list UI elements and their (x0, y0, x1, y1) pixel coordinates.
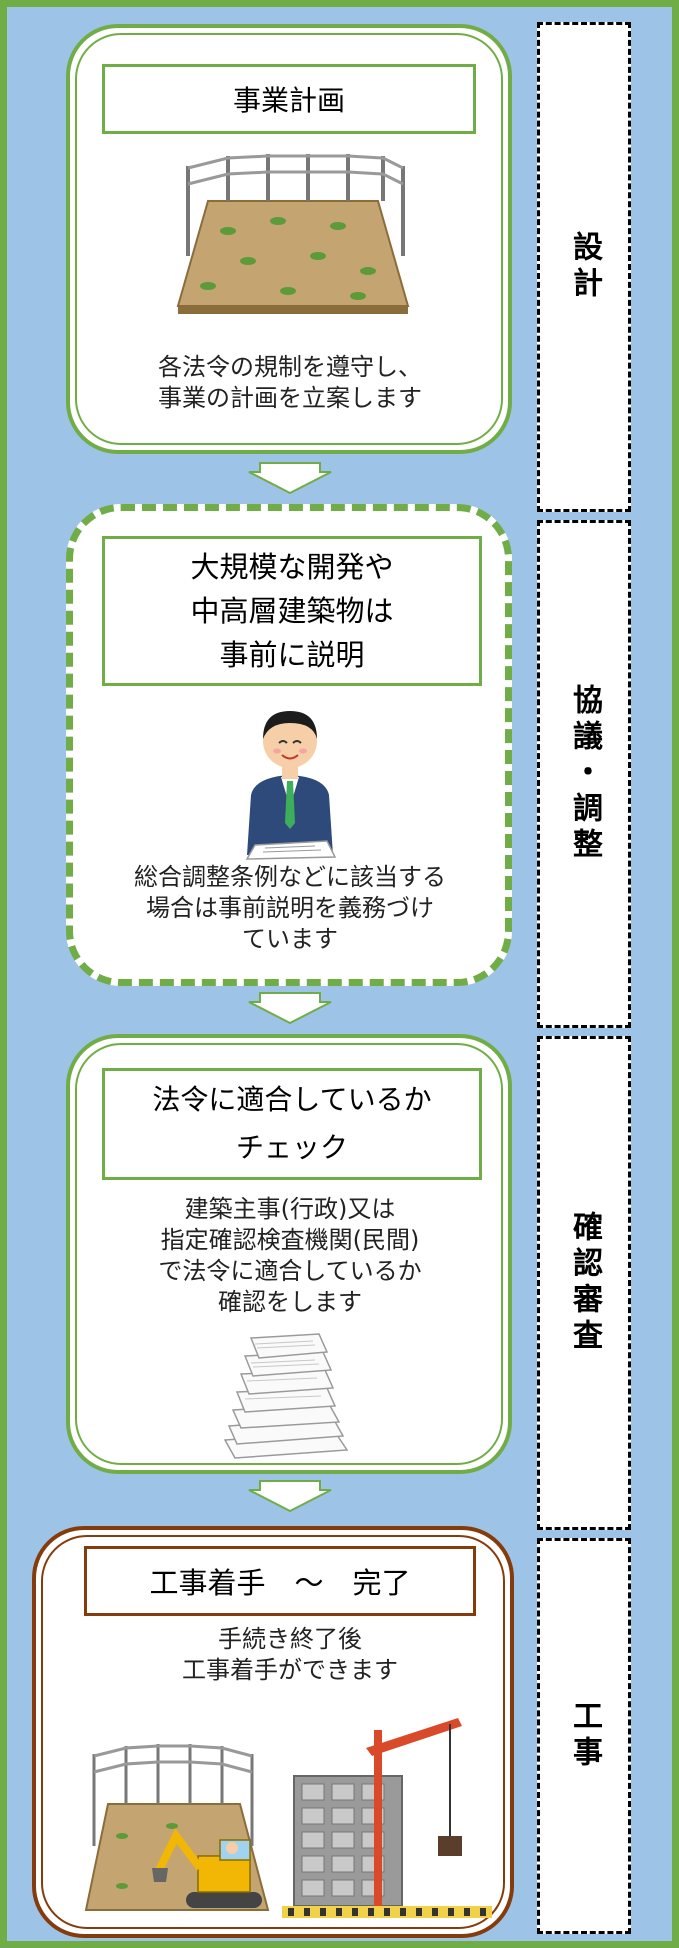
flow-arrow (248, 992, 332, 1024)
document-stack-illustration (215, 1330, 355, 1460)
phase-label-text: 協議・調整 (567, 684, 602, 864)
description-line: 各法令の規制を遵守し、 (158, 353, 422, 381)
step-title-line: チェック (235, 1131, 348, 1164)
phase-label-construction: 工事 (537, 1538, 631, 1934)
phase-label-review: 確認審査 (537, 1036, 631, 1530)
phase-label-text: 工事 (567, 1700, 602, 1772)
phase-label-design: 設計 (537, 22, 631, 512)
flow-arrow (248, 462, 332, 494)
phase-label-text: 設計 (567, 231, 602, 303)
phase-label-consultation: 協議・調整 (537, 520, 631, 1028)
step-description: 建築主事(行政)又は 指定確認検査機関(民間) で法令に適合しているか 確認をし… (80, 1194, 500, 1318)
description-line: 建築主事(行政)又は (184, 1195, 396, 1223)
step-description: 手続き終了後 工事着手ができます (80, 1624, 500, 1686)
description-line: 確認をします (218, 1288, 362, 1316)
step-title-box: 事業計画 (102, 64, 476, 134)
step-title-line: 工事着手 ～ 完了 (149, 1566, 411, 1600)
description-line: 指定確認検査機関(民間) (160, 1226, 420, 1254)
description-line: 工事着手ができます (182, 1656, 398, 1684)
flow-arrow (248, 1480, 332, 1512)
fenced-empty-lot-illustration (168, 146, 418, 316)
step-title-box: 工事着手 ～ 完了 (84, 1546, 476, 1616)
description-line: 場合は事前説明を義務づけ (146, 894, 434, 922)
step-title-box: 大規模な開発や 中高層建築物は 事前に説明 (102, 536, 482, 686)
businessman-explaining-illustration (235, 695, 345, 860)
description-line: で法令に適合しているか (158, 1257, 422, 1285)
step-title-line: 法令に適合しているか (152, 1083, 432, 1116)
step-title-line: 大規模な開発や (190, 550, 394, 584)
step-title-line: 中高層建築物は (190, 594, 394, 628)
description-line: 総合調整条例などに該当する (134, 863, 446, 891)
description-line: 手続き終了後 (218, 1625, 362, 1653)
step-title-line: 事業計画 (232, 84, 345, 117)
step-title-box: 法令に適合しているか チェック (102, 1068, 482, 1180)
description-line: 事業の計画を立案します (158, 384, 422, 412)
phase-label-text: 確認審査 (567, 1211, 602, 1355)
step-description: 各法令の規制を遵守し、 事業の計画を立案します (80, 352, 500, 414)
card-inner-border (41, 1535, 505, 1929)
card-inner-border (75, 1043, 503, 1465)
step-description: 総合調整条例などに該当する 場合は事前説明を義務づけ ています (72, 862, 508, 955)
construction-site-illustration (82, 1696, 502, 1922)
card-inner-border (75, 33, 503, 445)
description-line: ています (242, 925, 338, 953)
step-title-line: 事前に説明 (219, 638, 365, 672)
